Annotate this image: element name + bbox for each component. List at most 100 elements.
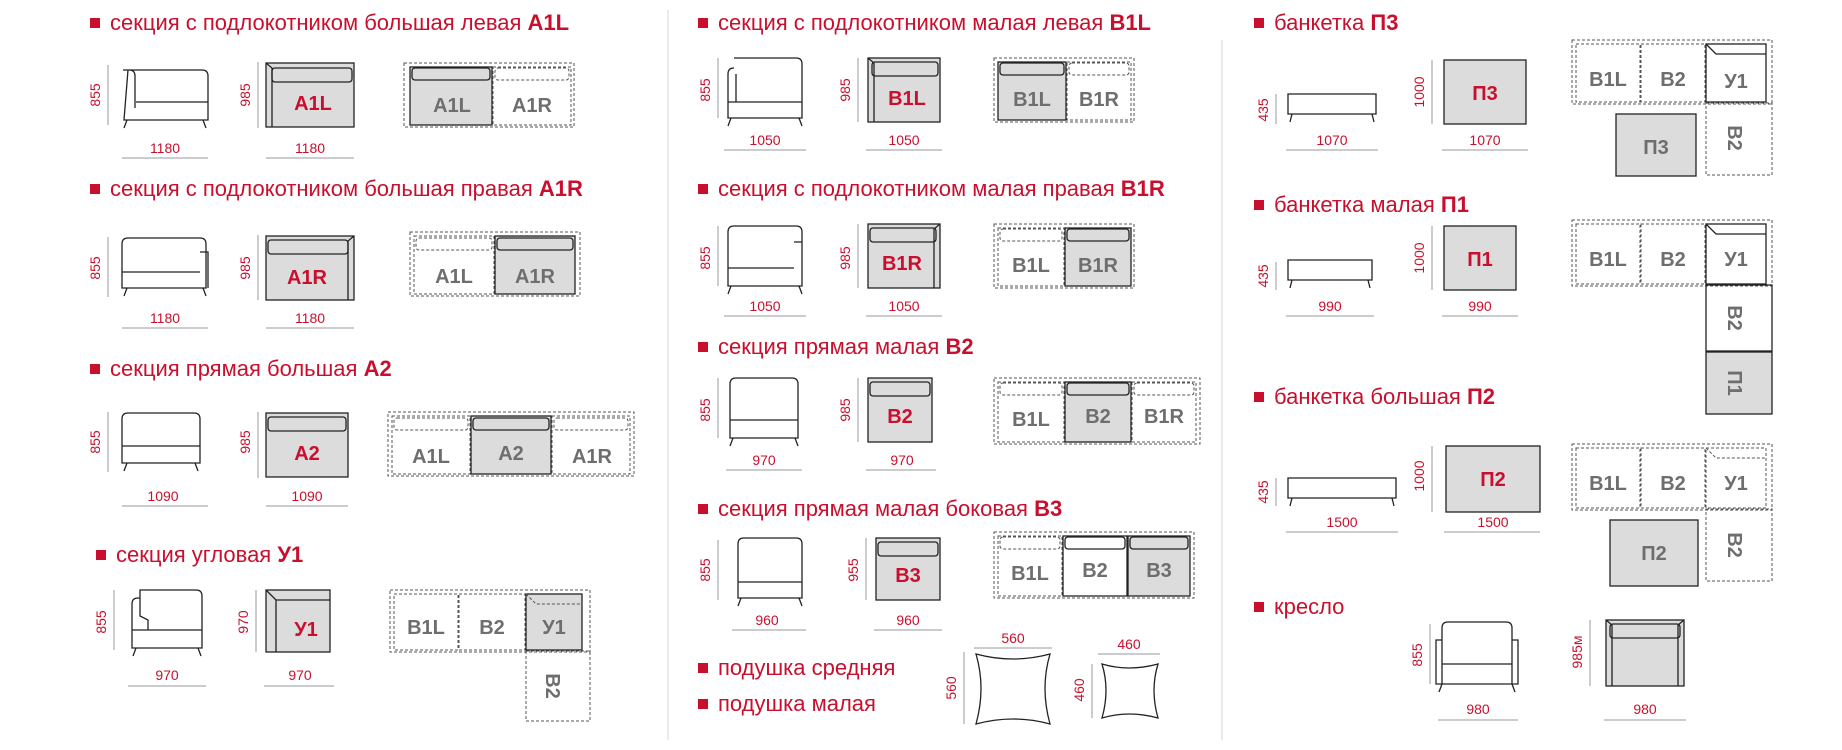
combo-label: B2 bbox=[1660, 249, 1686, 271]
side-view bbox=[121, 412, 201, 464]
combo-label: B2 bbox=[1723, 125, 1745, 151]
plan-view bbox=[265, 62, 355, 128]
dim-plan-width: 1180 bbox=[295, 140, 325, 156]
plan-view bbox=[265, 412, 349, 478]
combo-label: B3 bbox=[1146, 560, 1172, 582]
module-label: A2 bbox=[294, 443, 320, 465]
combo-label: B1L bbox=[1011, 563, 1049, 585]
combo-label: B2 bbox=[1723, 532, 1745, 558]
dim-height: 855 bbox=[697, 246, 713, 270]
module-label: П2 bbox=[1480, 469, 1506, 491]
section-title: секция с подлокотником малая левая B1L bbox=[718, 10, 1151, 35]
bullet-icon bbox=[1254, 602, 1264, 612]
side-view bbox=[123, 69, 209, 121]
combo-label: A2 bbox=[498, 443, 524, 465]
dim-height: 855 bbox=[87, 256, 103, 280]
section-u1: секция угловая У1 855 970 970 У1 970 B1L… bbox=[93, 542, 591, 722]
combo-label: A1R bbox=[572, 446, 613, 468]
section-title: банкетка большая П2 bbox=[1274, 384, 1495, 409]
pillow-medium-icon bbox=[975, 653, 1051, 725]
bullet-icon bbox=[90, 184, 100, 194]
combo-label: B1R bbox=[1144, 406, 1185, 428]
dim-plan-width: 970 bbox=[890, 452, 914, 468]
dim-height: 435 bbox=[1255, 98, 1271, 122]
side-view bbox=[121, 237, 209, 289]
combo-label: B1L bbox=[1012, 409, 1050, 431]
dim-pillow-small-height: 460 bbox=[1071, 678, 1087, 702]
dim-plan-width: 1070 bbox=[1469, 132, 1500, 148]
side-view bbox=[1287, 93, 1377, 115]
combo-frame bbox=[993, 377, 1201, 445]
dim-width: 1180 bbox=[150, 310, 180, 326]
combo-label: B2 bbox=[479, 617, 505, 639]
dim-plan-height: 1000 bbox=[1411, 460, 1427, 491]
bullet-icon bbox=[698, 18, 708, 28]
module-label: У1 bbox=[294, 619, 318, 641]
dim-height: 855 bbox=[697, 558, 713, 582]
dim-width: 960 bbox=[755, 612, 779, 628]
dim-width: 1050 bbox=[749, 132, 780, 148]
dim-width: 1090 bbox=[147, 488, 178, 504]
dim-width: 1180 bbox=[150, 140, 180, 156]
dim-plan-width: 1180 bbox=[295, 310, 325, 326]
pillow-small-icon bbox=[1101, 663, 1159, 719]
side-view bbox=[1435, 621, 1519, 685]
dim-height: 855 bbox=[1409, 643, 1425, 667]
dim-plan-width: 1500 bbox=[1477, 514, 1508, 530]
combo-frame bbox=[387, 411, 635, 477]
section-title: секция прямая большая A2 bbox=[110, 356, 392, 381]
dim-width: 980 bbox=[1466, 701, 1490, 717]
plan-view bbox=[1443, 59, 1527, 125]
plan-view bbox=[1605, 619, 1685, 687]
section-armchair: кресло 855 980 985м 980 bbox=[1254, 594, 1686, 721]
module-label: A1L bbox=[294, 93, 332, 115]
combo-frame bbox=[403, 62, 575, 128]
combo-frame bbox=[993, 57, 1135, 123]
combo-label: B1L bbox=[1589, 69, 1627, 91]
dim-height: 435 bbox=[1255, 480, 1271, 504]
module-label: B1L bbox=[888, 88, 926, 110]
combo-label: B1L bbox=[1013, 89, 1051, 111]
dim-plan-height: 985 bbox=[837, 398, 853, 422]
bullet-icon bbox=[698, 184, 708, 194]
bullet-icon bbox=[698, 663, 708, 673]
combo-label: П2 bbox=[1641, 543, 1667, 565]
bullet-icon bbox=[90, 364, 100, 374]
combo-frame bbox=[993, 531, 1195, 599]
side-view bbox=[727, 225, 803, 287]
section-title: банкетка малая П1 bbox=[1274, 192, 1469, 217]
section-p3: банкетка П3 435 1070 1000 П3 1070 B1L B2… bbox=[1254, 10, 1773, 177]
section-title: секция прямая малая боковая B3 bbox=[718, 496, 1062, 521]
bullet-icon bbox=[698, 504, 708, 514]
dim-plan-height: 985 bbox=[837, 246, 853, 270]
dim-pillow-small: 460 bbox=[1117, 636, 1141, 652]
section-b1r: секция с подлокотником малая правая B1R … bbox=[697, 176, 1165, 317]
dim-height: 855 bbox=[87, 83, 103, 107]
plan-view bbox=[867, 223, 941, 289]
dim-width: 970 bbox=[752, 452, 776, 468]
plan-view bbox=[265, 235, 355, 301]
dim-plan-height: 970 bbox=[235, 610, 251, 634]
combo-label: У1 bbox=[542, 617, 566, 639]
module-label: A1R bbox=[287, 267, 328, 289]
combo-label: B1L bbox=[407, 617, 445, 639]
plan-view bbox=[875, 537, 941, 601]
dim-plan-width: 1090 bbox=[291, 488, 322, 504]
combo-label: A1R bbox=[512, 95, 553, 117]
bullet-icon bbox=[1254, 392, 1264, 402]
dim-plan-height: 985 bbox=[237, 430, 253, 454]
section-b2: секция прямая малая B2 855 970 985 B2 97… bbox=[697, 334, 1201, 471]
dim-plan-height: 1000 bbox=[1411, 242, 1427, 273]
side-view bbox=[131, 589, 203, 649]
section-a2: секция прямая большая A2 855 1090 985 A2… bbox=[87, 356, 635, 507]
combo-label: B2 bbox=[1082, 560, 1108, 582]
dim-plan-width: 970 bbox=[288, 667, 312, 683]
section-title: секция с подлокотником большая левая A1L bbox=[110, 10, 569, 35]
dim-plan-height: 985 bbox=[237, 256, 253, 280]
combo-label: B2 bbox=[541, 673, 563, 699]
combo-label: B1L bbox=[1589, 473, 1627, 495]
side-view bbox=[729, 377, 799, 439]
bullet-icon bbox=[698, 699, 708, 709]
